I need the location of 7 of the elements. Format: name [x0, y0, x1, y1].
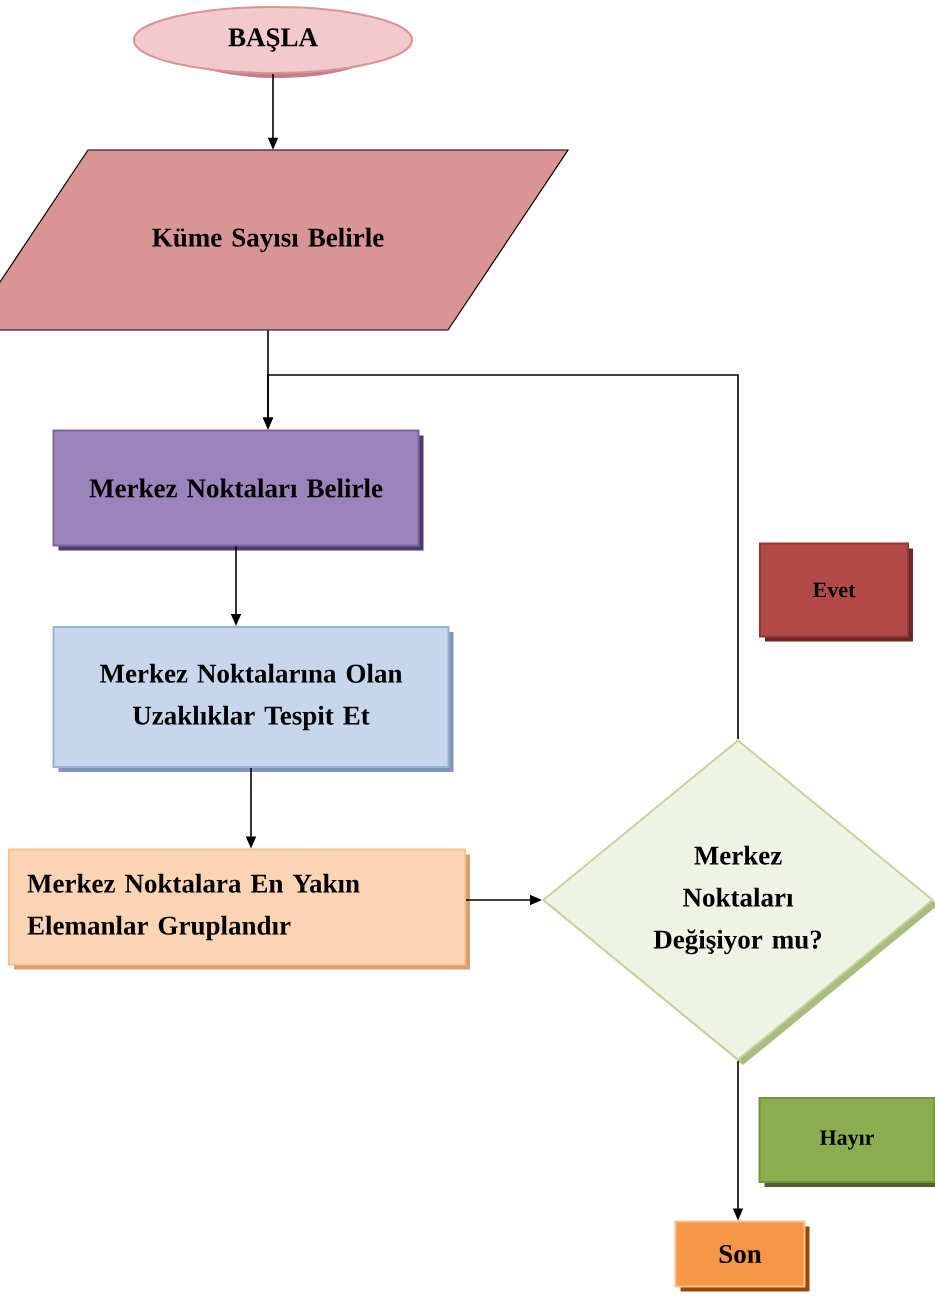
process-box: Merkez Noktalarına Olan Uzaklıklar Tespit Et: [52, 626, 454, 772]
end-box: Son: [674, 1220, 810, 1292]
input-parallelogram: Küme Sayısı Belirle: [0, 149, 570, 331]
label-box: Hayır: [758, 1097, 935, 1187]
label-box: Evet: [759, 542, 913, 642]
process-box: Merkez Noktalara En Yakın Elemanlar Gruplandır: [8, 848, 470, 970]
process-box: Merkez Noktaları Belirle: [52, 429, 424, 551]
